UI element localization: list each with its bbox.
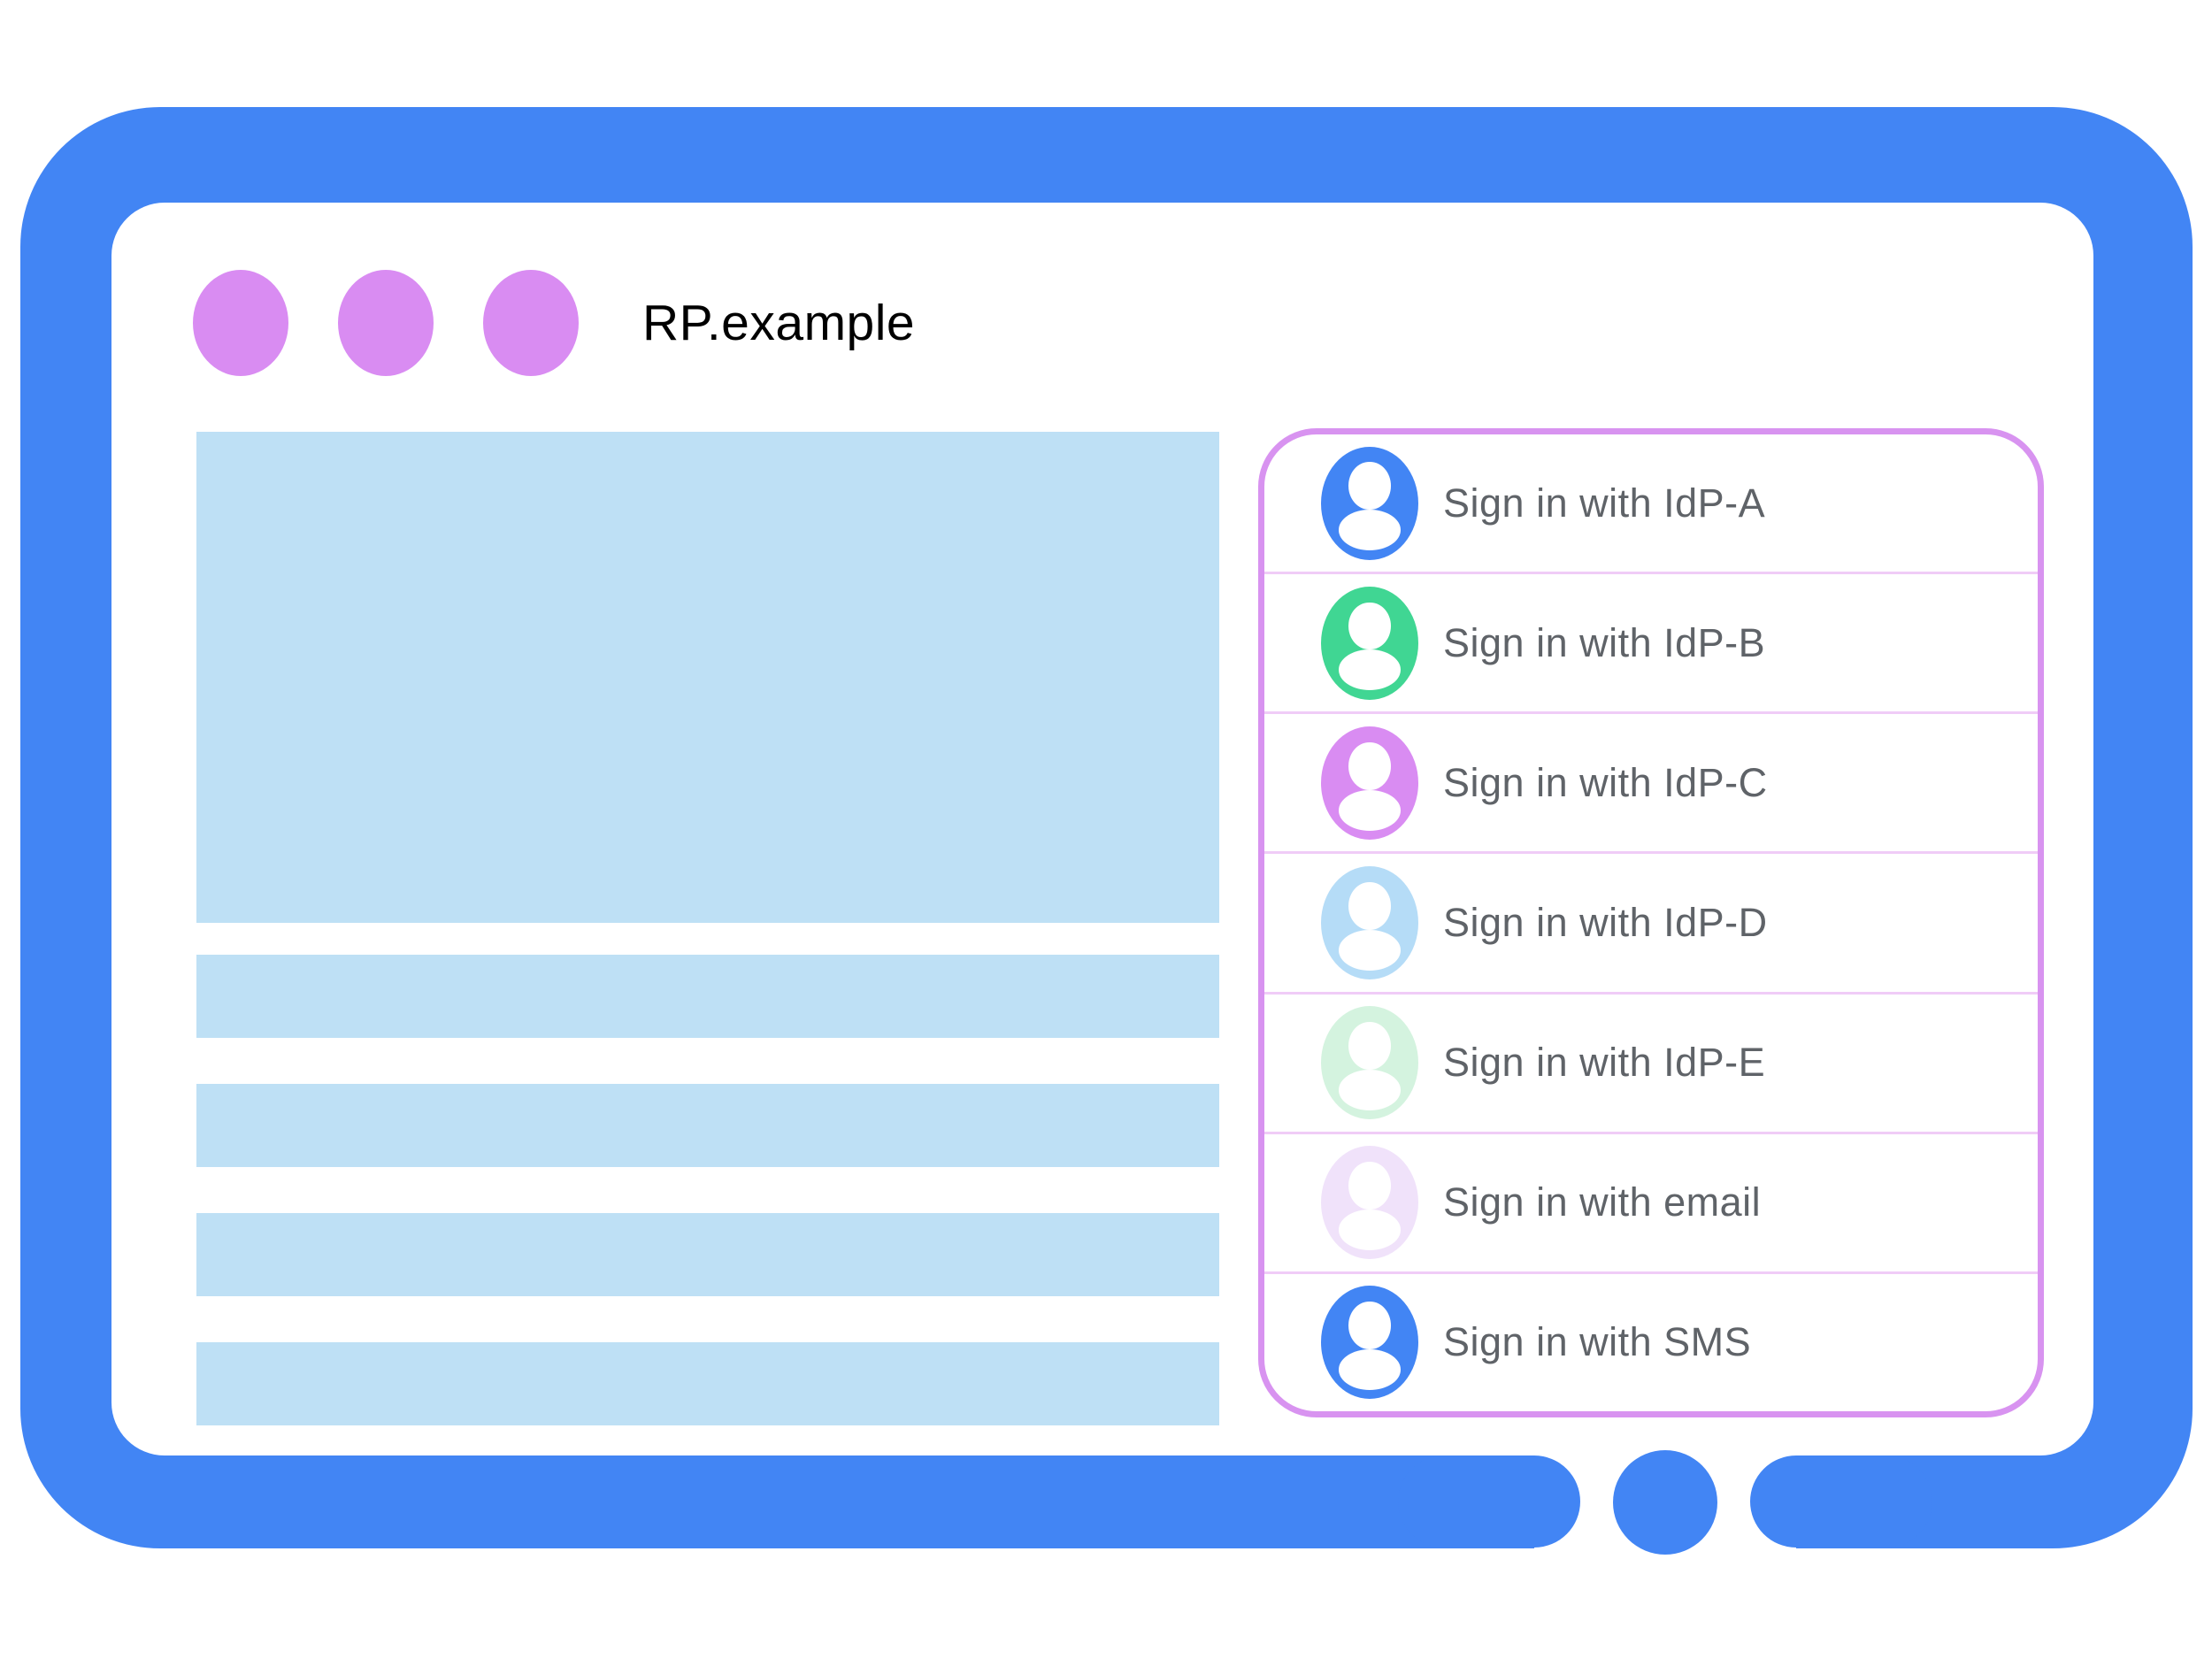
avatar-head [1348,1162,1391,1210]
signin-option-idp-b[interactable]: Sign in with IdP-B [1264,574,2038,715]
avatar-head [1348,602,1391,650]
avatar-shoulders [1338,1349,1402,1391]
avatar-shoulders [1338,789,1402,831]
signin-option-email[interactable]: Sign in with email [1264,1134,2038,1274]
avatar-head [1348,462,1391,511]
signin-option-label: Sign in with IdP-C [1443,759,1768,805]
user-avatar-icon [1321,1286,1418,1400]
avatar-shoulders [1338,649,1402,691]
user-avatar-icon [1321,446,1418,560]
content-placeholder-line [196,1213,1219,1296]
avatar-head [1348,1302,1391,1350]
signin-option-label: Sign in with IdP-D [1443,899,1768,945]
avatar-head [1348,741,1391,790]
bezel-left-cap [1398,1455,1580,1548]
user-avatar-icon [1321,726,1418,840]
signin-option-idp-a[interactable]: Sign in with IdP-A [1264,434,2038,575]
content-placeholder-line [196,1342,1219,1425]
content-placeholder-line [196,955,1219,1038]
avatar-shoulders [1338,929,1402,971]
signin-option-sms[interactable]: Sign in with SMS [1264,1274,2038,1411]
user-avatar-icon [1321,586,1418,700]
avatar-shoulders [1338,510,1402,551]
signin-option-label: Sign in with email [1443,1179,1762,1225]
user-avatar-icon [1321,1146,1418,1260]
avatar-head [1348,1022,1391,1070]
window-titlebar: RP.example [193,270,915,376]
signin-option-idp-d[interactable]: Sign in with IdP-D [1264,854,2038,995]
page-title: RP.example [642,295,916,351]
home-button[interactable] [1613,1450,1717,1555]
content-placeholder-hero [196,432,1219,923]
bezel-right-cap [1750,1455,1932,1548]
signin-option-label: Sign in with SMS [1443,1319,1752,1365]
window-control-dot[interactable] [483,270,579,376]
window-control-dot[interactable] [338,270,434,376]
signin-option-idp-c[interactable]: Sign in with IdP-C [1264,714,2038,855]
signin-option-label: Sign in with IdP-E [1443,1040,1766,1086]
signin-panel: Sign in with IdP-A Sign in with IdP-B Si… [1258,428,2044,1417]
user-avatar-icon [1321,1006,1418,1120]
user-avatar-icon [1321,865,1418,979]
signin-option-label: Sign in with IdP-A [1443,480,1766,526]
avatar-head [1348,881,1391,930]
content-placeholder-line [196,1084,1219,1167]
signin-option-idp-e[interactable]: Sign in with IdP-E [1264,995,2038,1134]
signin-option-label: Sign in with IdP-B [1443,619,1766,665]
avatar-shoulders [1338,1069,1402,1110]
avatar-shoulders [1338,1209,1402,1251]
window-control-dot[interactable] [193,270,288,376]
